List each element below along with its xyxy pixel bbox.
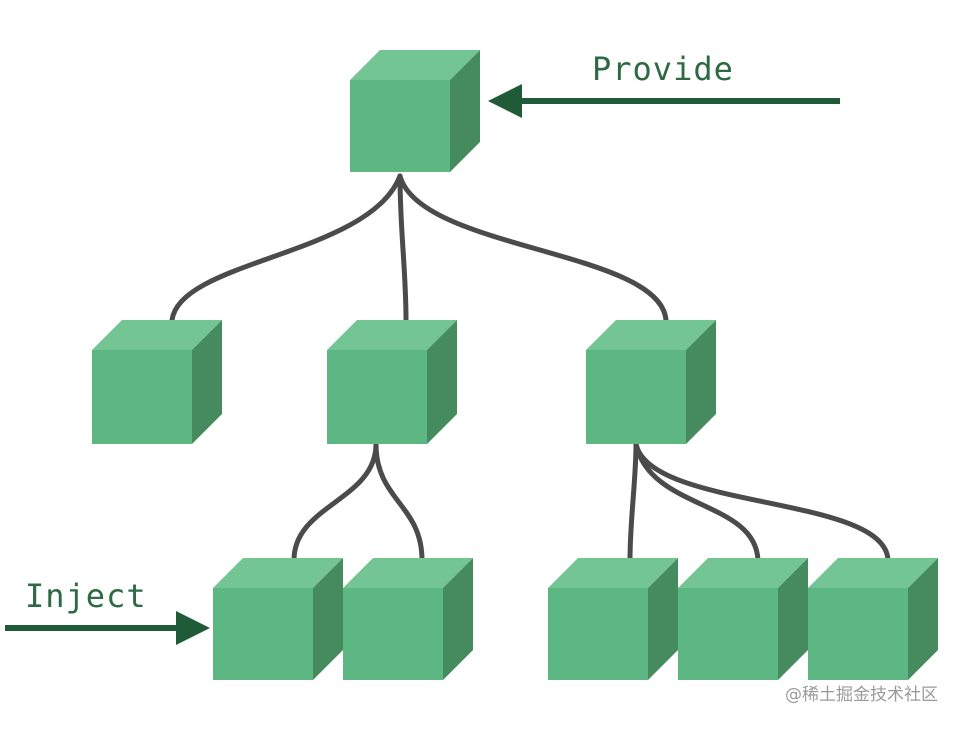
cube-child-1 — [92, 320, 222, 444]
cube-grandchild-2a — [213, 558, 343, 680]
connector-child-3-grandchild-3b — [633, 441, 761, 563]
connector-root-child-3 — [397, 173, 669, 323]
connectors — [169, 173, 891, 563]
cube-grandchild-3c — [808, 558, 938, 680]
cube-grandchild-2b — [343, 558, 473, 680]
connector-child-2-grandchild-2b — [373, 441, 425, 563]
connector-root-child-1 — [169, 173, 403, 323]
connector-child-3-grandchild-3a — [627, 441, 639, 563]
cube-root — [350, 50, 480, 172]
provide-arrow — [488, 84, 840, 118]
cube-child-3 — [586, 320, 716, 444]
connector-child-2-grandchild-2a — [291, 441, 379, 563]
watermark: @稀土掘金技术社区 — [785, 685, 938, 705]
connector-child-3-grandchild-3c — [633, 441, 891, 563]
connector-root-child-2 — [397, 173, 409, 323]
cube-grandchild-3b — [678, 558, 808, 680]
cube-grandchild-3a — [548, 558, 678, 680]
inject-arrow — [5, 611, 210, 645]
inject-label: Inject — [25, 577, 147, 615]
provide-label: Provide — [592, 50, 734, 88]
cube-child-2 — [327, 320, 457, 444]
